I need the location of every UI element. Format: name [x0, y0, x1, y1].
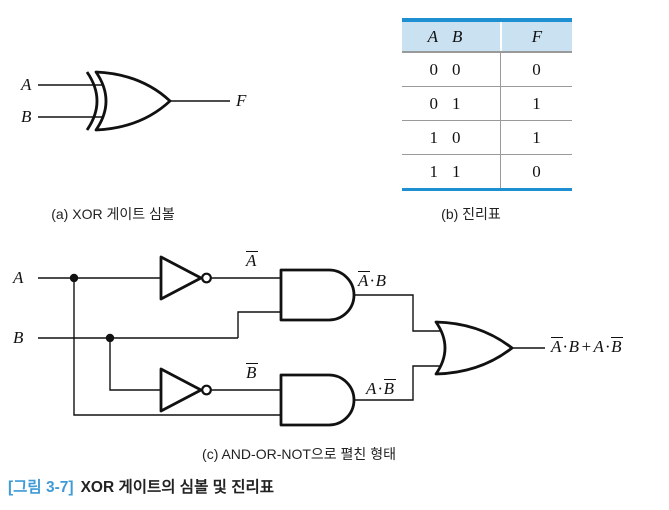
not-a-output-label: A — [246, 251, 258, 270]
circuit-input-b-label: B — [13, 328, 24, 347]
truth-table-cell: 1 — [532, 127, 541, 147]
header-b: B — [452, 26, 463, 46]
truth-table-cell: 0 — [532, 59, 541, 79]
panel-c-caption: (c) AND-OR-NOT으로 펼친 형태 — [202, 446, 396, 462]
and2-output-label: A·B — [366, 379, 396, 398]
figure-title: XOR 게이트의 심볼 및 진리표 — [80, 479, 274, 496]
not-b-bubble — [201, 384, 212, 396]
header-cell-f: F — [500, 22, 572, 51]
or-gate — [434, 320, 514, 376]
junction-dot-b — [105, 333, 115, 343]
table-row: 1 0 1 — [402, 121, 572, 155]
xor-input-a-label: A — [21, 75, 32, 94]
truth-table-cell: 0 — [452, 59, 461, 79]
xor-input-b-label: B — [21, 107, 32, 126]
truth-table-cell: 0 — [429, 93, 439, 113]
and-gate-2 — [279, 373, 356, 427]
junction-dot-a — [69, 273, 79, 283]
xor-gate-diagram — [38, 70, 230, 132]
not-gate-a — [159, 255, 212, 301]
truth-table-cell: 1 — [532, 93, 541, 113]
xor-output-label: F — [236, 91, 247, 110]
or-output-label: A·B+A·B — [551, 337, 624, 356]
panel-a-caption: (a) XOR 게이트 심볼 — [51, 206, 175, 222]
truth-table-cell: 0 — [452, 127, 461, 147]
table-row: 0 1 1 — [402, 87, 572, 121]
wire-a-branch-to-and2 — [73, 278, 283, 416]
header-f: F — [531, 26, 543, 46]
panel-b-caption: (b) 진리표 — [441, 206, 501, 222]
truth-table-cell: 0 — [429, 59, 439, 79]
not-gate-b — [159, 367, 212, 413]
table-row: 0 0 0 — [402, 53, 572, 87]
figure-caption: [그림 3-7] XOR 게이트의 심볼 및 진리표 — [8, 475, 274, 497]
xor-expanded-circuit — [38, 255, 545, 427]
not-b-output-label: B — [246, 363, 258, 382]
and-gate-1 — [279, 268, 356, 322]
header-cell-ab: A B — [402, 22, 500, 51]
and1-output-label: A·B — [358, 271, 388, 290]
not-a-bubble — [201, 272, 212, 284]
wire-b-step-to-and1 — [237, 311, 283, 338]
truth-table-cell: 1 — [429, 161, 439, 181]
truth-table: A B F 0 0 0 0 1 1 — [402, 18, 572, 191]
wire-and2-to-or — [354, 365, 446, 401]
truth-table-cell: 1 — [452, 161, 461, 181]
figure-number-label: [그림 3-7] — [8, 479, 74, 496]
truth-table-header: A B F — [402, 22, 572, 53]
table-row: 1 1 0 — [402, 155, 572, 188]
truth-table-cell: 1 — [452, 93, 461, 113]
wire-b-branch-to-not2 — [109, 338, 162, 391]
header-a: A — [427, 26, 438, 46]
circuit-input-a-label: A — [13, 268, 24, 287]
xor-rear-arc — [85, 71, 99, 131]
wire-and1-to-or — [354, 294, 446, 332]
truth-table-cell: 0 — [532, 161, 541, 181]
truth-table-cell: 1 — [429, 127, 439, 147]
xor-gate-body — [94, 70, 172, 132]
